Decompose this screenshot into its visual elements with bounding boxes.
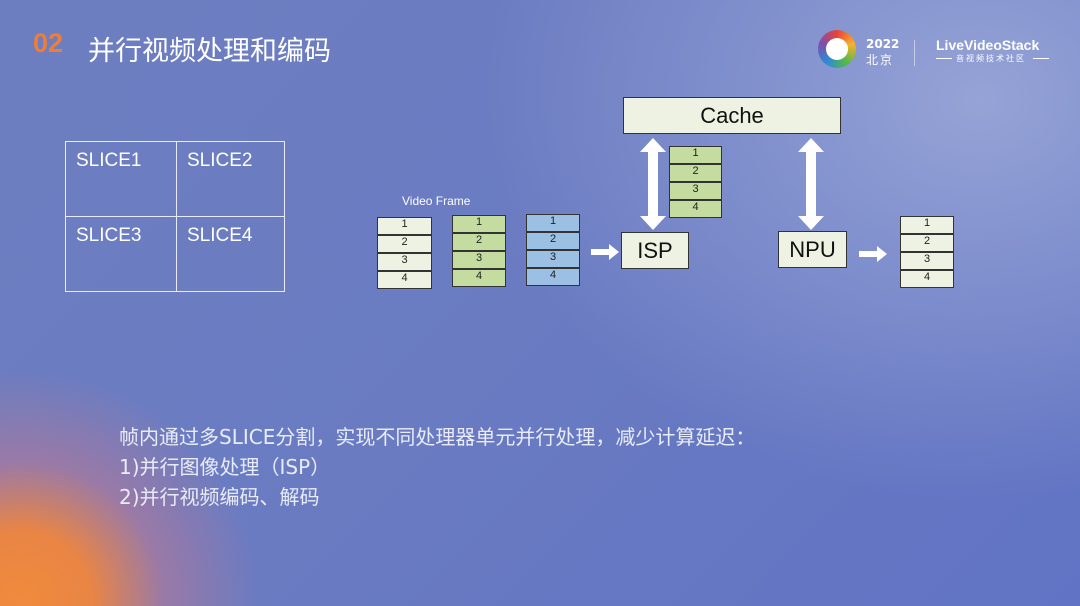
isp-box: ISP	[621, 232, 689, 269]
frame-row: 4	[452, 269, 506, 287]
section-number: 02	[33, 28, 64, 58]
grid-divider-horizontal	[66, 216, 284, 217]
body-line-2: 1)并行图像处理（ISP）	[119, 455, 331, 479]
frame-row: 4	[377, 271, 432, 289]
frame-row: 1	[900, 216, 954, 234]
frame-stack-green: 1 2 3 4	[452, 215, 506, 287]
npu-box: NPU	[778, 231, 847, 268]
frame-row: 1	[526, 214, 580, 232]
frame-row: 3	[377, 253, 432, 271]
brand-logo: LiveVideoStack	[936, 37, 1040, 53]
brand-subtitle: 音视频技术社区	[956, 54, 1026, 63]
slice-grid: SLICE1 SLICE2 SLICE3 SLICE4	[65, 141, 285, 292]
body-line-3: 2)并行视频编码、解码	[119, 485, 320, 509]
logo-divider	[914, 40, 915, 66]
arrow-right-icon	[859, 246, 887, 262]
frame-row: 2	[900, 234, 954, 252]
frame-row: 4	[900, 270, 954, 288]
frame-row: 4	[526, 268, 580, 286]
slice-cell-4: SLICE4	[187, 225, 253, 246]
cache-box: Cache	[623, 97, 841, 134]
slice-cell-2: SLICE2	[187, 150, 253, 171]
frame-stack-white: 1 2 3 4	[377, 217, 432, 289]
logo-year: 2022	[866, 37, 900, 51]
body-line-1: 帧内通过多SLICE分割，实现不同处理器单元并行处理，减少计算延迟：	[119, 425, 756, 449]
frame-row: 1	[669, 146, 722, 164]
frame-row: 1	[452, 215, 506, 233]
processing-stack-green: 1 2 3 4	[669, 146, 722, 218]
logo-city: 北京	[866, 53, 895, 67]
frame-row: 3	[452, 251, 506, 269]
frame-stack-blue: 1 2 3 4	[526, 214, 580, 286]
frame-row: 3	[669, 182, 722, 200]
brand-line-left	[936, 58, 952, 59]
frame-row: 2	[526, 232, 580, 250]
frame-row: 3	[900, 252, 954, 270]
conference-logo-icon	[818, 30, 856, 68]
slide-title: 并行视频处理和编码	[88, 36, 331, 67]
frame-row: 2	[452, 233, 506, 251]
frame-row: 3	[526, 250, 580, 268]
bidirectional-arrow-icon	[640, 138, 666, 230]
brand-line-right	[1033, 58, 1049, 59]
frame-row: 2	[669, 164, 722, 182]
bidirectional-arrow-icon	[798, 138, 824, 230]
video-frame-label: Video Frame	[402, 194, 471, 208]
slice-cell-3: SLICE3	[76, 225, 142, 246]
frame-row: 2	[377, 235, 432, 253]
arrow-right-icon	[591, 244, 619, 260]
frame-row: 1	[377, 217, 432, 235]
output-stack: 1 2 3 4	[900, 216, 954, 288]
frame-row: 4	[669, 200, 722, 218]
slice-cell-1: SLICE1	[76, 150, 142, 171]
